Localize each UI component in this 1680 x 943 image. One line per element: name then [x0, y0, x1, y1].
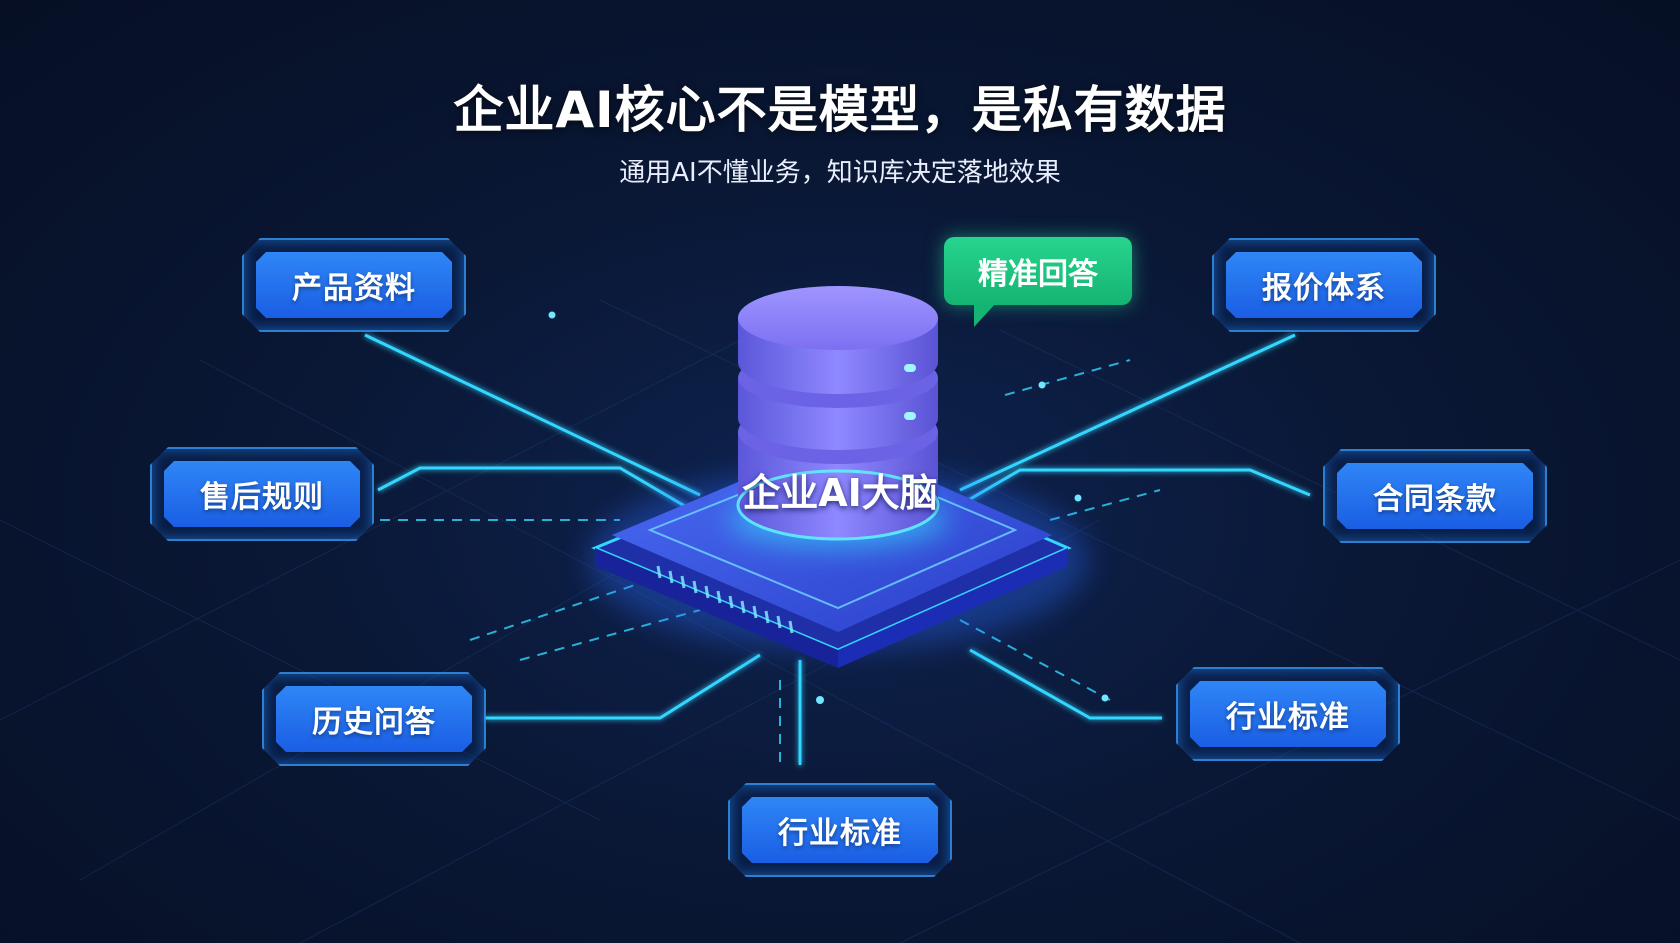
connector-aftersales — [377, 466, 701, 517]
connector-dots — [548, 311, 1109, 704]
node-aftersales-rules: 售后规则 — [164, 461, 360, 527]
node-pricing-system: 报价体系 — [1226, 252, 1422, 318]
node-face — [276, 686, 472, 752]
node-label: 历史问答 — [312, 705, 436, 740]
connector-lines — [364, 333, 1311, 765]
chip-pins — [656, 565, 794, 634]
node-label: 售后规则 — [200, 480, 324, 515]
bubble-label: 精准回答 — [978, 257, 1098, 292]
connector-pricing — [959, 333, 1296, 492]
node-face — [256, 252, 452, 318]
node-face — [1337, 463, 1533, 529]
node-label: 产品资料 — [292, 271, 416, 306]
node-contract-terms: 合同条款 — [1337, 463, 1533, 529]
page-title: 企业AI核心不是模型，是私有数据 — [453, 81, 1227, 139]
node-face — [1226, 252, 1422, 318]
page-subtitle: 通用AI不懂业务，知识库决定落地效果 — [619, 158, 1061, 188]
database-icon — [728, 286, 948, 548]
core-label: 企业AI大脑 — [742, 471, 938, 515]
bubble-tail — [974, 303, 996, 327]
node-label: 报价体系 — [1262, 271, 1386, 306]
connector-contract — [959, 468, 1311, 507]
connector-history — [485, 653, 761, 720]
node-face — [1190, 681, 1386, 747]
node-label: 行业标准 — [778, 816, 902, 851]
node-label: 合同条款 — [1373, 482, 1497, 517]
connector-industry-right — [969, 648, 1162, 720]
node-label: 行业标准 — [1226, 700, 1350, 735]
node-product-info: 产品资料 — [256, 252, 452, 318]
node-industry-standard-right: 行业标准 — [1190, 681, 1386, 747]
connector-dashes — [380, 359, 1161, 765]
node-face — [742, 797, 938, 863]
connector-product — [364, 333, 701, 497]
answer-bubble: 精准回答 — [944, 237, 1132, 327]
node-history-qa: 历史问答 — [276, 686, 472, 752]
node-face — [164, 461, 360, 527]
node-industry-standard-bottom: 行业标准 — [742, 797, 938, 863]
